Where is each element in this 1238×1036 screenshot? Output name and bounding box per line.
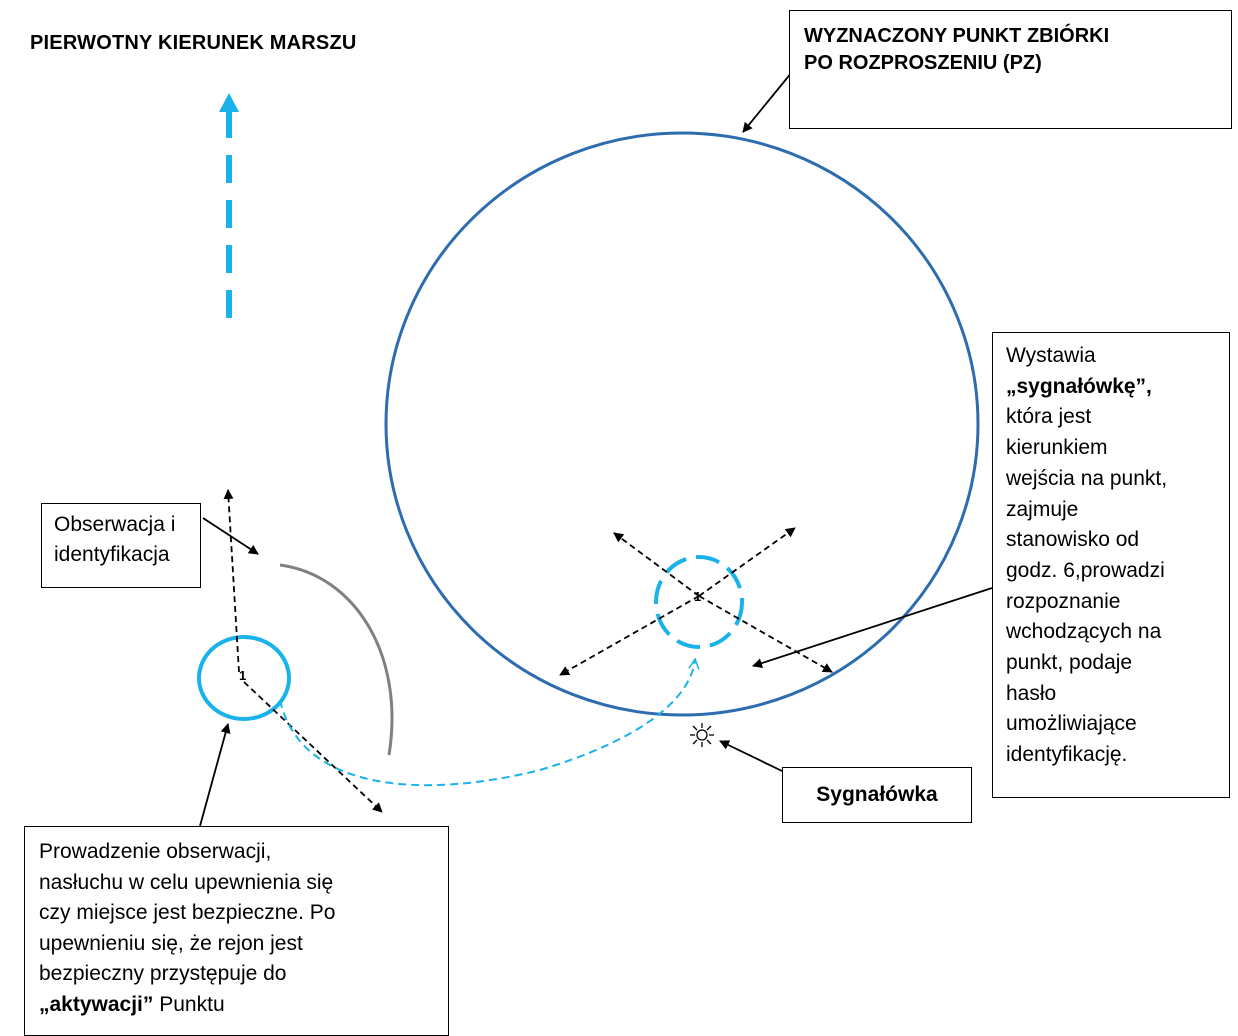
desc-line: która jest bbox=[1006, 405, 1092, 429]
sector-arrows bbox=[559, 527, 833, 676]
procedure-rest: Punktu bbox=[153, 992, 225, 1016]
signal-callout bbox=[719, 740, 783, 772]
signal-icon bbox=[690, 723, 714, 747]
procedure-line: bezpieczny przystępuje do bbox=[39, 962, 287, 985]
rally-point-circle bbox=[384, 131, 980, 717]
desc-line2: „sygnałówkę”, bbox=[1006, 374, 1152, 398]
procedure-line: Prowadzenie obserwacji, bbox=[39, 840, 272, 863]
signal-label: Sygnałówka bbox=[816, 783, 938, 806]
center-marker-number: 1 bbox=[694, 589, 702, 604]
diagram-title: PIERWOTNY KIERUNEK MARSZU bbox=[30, 32, 357, 54]
procedure-line: nasłuchu w celu upewnienia się bbox=[39, 870, 334, 894]
observation-box: Obserwacja i identyfikacja bbox=[41, 503, 201, 588]
procedure-last-line: „aktywacji” Punktu bbox=[39, 990, 434, 1021]
observation-line1: Obserwacja i bbox=[54, 513, 176, 536]
observation-line2: identyfikacja bbox=[54, 543, 170, 566]
sentry-description-box: Wystawia „sygnałówkę”, która jest kierun… bbox=[992, 332, 1230, 798]
procedure-line: upewnieniu się, że rejon jest bbox=[39, 931, 303, 955]
desc-line: rozpoznanie bbox=[1006, 589, 1121, 613]
desc-line: godz. 6,prowadzi bbox=[1006, 558, 1165, 582]
desc-line1: Wystawia bbox=[1006, 344, 1096, 367]
center-point-circle bbox=[654, 555, 744, 649]
desc-line: kierunkiem bbox=[1006, 436, 1108, 460]
desc-line: umożliwiające bbox=[1006, 712, 1137, 736]
march-direction-arrow bbox=[219, 93, 239, 318]
procedure-box: Prowadzenie obserwacji, nasłuchu w celu … bbox=[24, 826, 449, 1036]
desc-line: identyfikację. bbox=[1006, 743, 1128, 767]
rally-point-callout bbox=[742, 71, 793, 133]
desc-line: wchodzących na bbox=[1006, 620, 1162, 644]
desc-line: stanowisko od bbox=[1006, 528, 1140, 552]
procedure-line: czy miejsce jest bezpieczne. Po bbox=[39, 901, 336, 924]
rear-direction-arrow bbox=[243, 681, 383, 813]
desc-line: punkt, podaje bbox=[1006, 651, 1133, 675]
description-callout bbox=[752, 587, 993, 668]
desc-line: wejścia na punkt, bbox=[1006, 466, 1168, 490]
desc-line: hasło bbox=[1006, 681, 1057, 705]
desc-line: zajmuje bbox=[1006, 497, 1079, 521]
rally-point-box: WYZNACZONY PUNKT ZBIÓRKI PO ROZPROSZENIU… bbox=[789, 10, 1232, 129]
observation-direction-arrow bbox=[223, 489, 240, 673]
observation-arc bbox=[279, 563, 394, 756]
observer-position-circle bbox=[197, 635, 291, 721]
observation-callout bbox=[202, 517, 259, 555]
approach-path bbox=[279, 660, 695, 787]
procedure-callout bbox=[199, 723, 231, 827]
rally-point-line1: WYZNACZONY PUNKT ZBIÓRKI bbox=[804, 25, 1110, 47]
signal-box: Sygnałówka bbox=[782, 767, 972, 823]
left-marker-number: 1 bbox=[239, 668, 247, 683]
rally-point-line2: PO ROZPROSZENIU (PZ) bbox=[804, 52, 1042, 74]
procedure-bold: „aktywacji” bbox=[39, 992, 154, 1016]
